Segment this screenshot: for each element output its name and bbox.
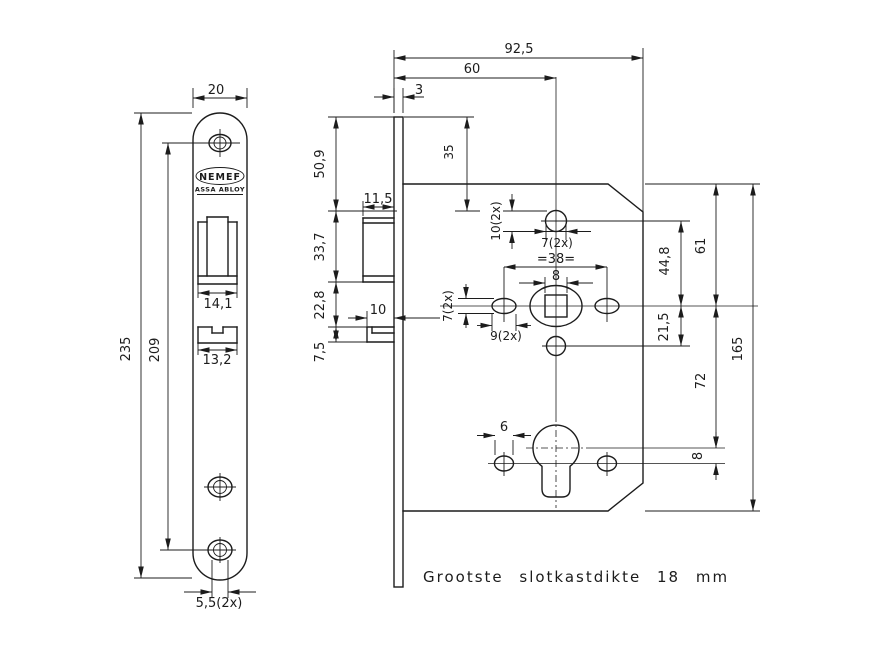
front-view: NEMEF ASSA ABLOY bbox=[119, 83, 256, 611]
dim-follower-to-hole: 21,5 bbox=[657, 306, 684, 346]
dim-top-offset-label: 35 bbox=[442, 144, 456, 159]
logo-oval bbox=[195, 167, 245, 185]
dim-cylinder-screw: 6 bbox=[477, 420, 531, 455]
deadbolt-side bbox=[366, 326, 395, 343]
dim-backset-label: 60 bbox=[464, 62, 481, 77]
cylinder-hole bbox=[532, 424, 580, 498]
dim-handle-span-label: =38= bbox=[537, 252, 575, 267]
deadbolt-cutout-front bbox=[197, 326, 238, 344]
dim-cylinder-offset: 8 bbox=[691, 432, 719, 480]
dim-plate-height: 235 bbox=[119, 112, 192, 579]
dim-spindle-square: 8 bbox=[519, 269, 593, 293]
dim-top-hole-width-label: 7(2x) bbox=[541, 236, 573, 250]
dim-bolt-height-label: 7,5 bbox=[313, 342, 328, 363]
dim-side-hole-width-label: 9(2x) bbox=[490, 329, 522, 343]
dim-latch-cutout: 14,1 bbox=[197, 284, 238, 312]
dim-plate-height-label: 235 bbox=[119, 337, 134, 362]
dim-case-depth: 92,5 bbox=[393, 42, 644, 212]
side-view: 92,5 60 3 35 bbox=[313, 42, 760, 588]
dim-top-to-follower: 61 bbox=[694, 184, 719, 306]
dim-cylinder-screw-label: 6 bbox=[500, 420, 508, 435]
dim-latch-cutout-label: 14,1 bbox=[204, 297, 233, 312]
dim-plate-thickness: 3 bbox=[374, 83, 424, 113]
brand-sub: ASSA ABLOY bbox=[195, 186, 245, 194]
faceplate-outline bbox=[192, 112, 248, 581]
dim-bolt-cutout: 13,2 bbox=[197, 343, 238, 368]
screw-hole-top bbox=[162, 129, 240, 157]
dim-latch-protrusion-label: 11,5 bbox=[364, 192, 393, 207]
dim-hole-to-follower: 44,8 bbox=[658, 221, 684, 306]
lock-case-outline bbox=[402, 183, 644, 512]
cylinder-screw-hole-right bbox=[596, 452, 618, 476]
dim-follower-to-hole-label: 21,5 bbox=[657, 313, 672, 342]
dim-case-height-label: 165 bbox=[731, 337, 746, 362]
dim-side-hole-width: 9(2x) bbox=[477, 314, 531, 343]
dim-top-to-follower-label: 61 bbox=[694, 238, 709, 255]
bottom-note: Grootste slotkastdikte 18 mm bbox=[423, 568, 729, 586]
dim-case-depth-label: 92,5 bbox=[505, 42, 534, 57]
dim-side-hole-height: 7(2x) bbox=[441, 284, 494, 328]
faceplate-edge bbox=[393, 116, 404, 588]
dim-latch-protrusion: 11,5 bbox=[362, 192, 394, 216]
dim-bolt-protrusion: 10 bbox=[348, 303, 440, 326]
dim-bolt-cutout-label: 13,2 bbox=[203, 353, 232, 368]
dim-cylinder-offset-label: 8 bbox=[691, 452, 706, 460]
dim-screw-span-label: 209 bbox=[148, 338, 163, 363]
dim-plate-width: 20 bbox=[192, 83, 248, 108]
dim-top-to-latch-label: 50,9 bbox=[313, 150, 328, 179]
dim-backset: 60 bbox=[394, 62, 556, 81]
right-extension-lines bbox=[567, 183, 760, 512]
dim-plate-thickness-label: 3 bbox=[415, 83, 423, 98]
dim-follower-to-cylinder: 72 bbox=[694, 306, 719, 448]
dim-top-offset: 35 bbox=[404, 116, 480, 212]
dim-screw-span: 209 bbox=[148, 143, 171, 550]
dim-hole-to-follower-label: 44,8 bbox=[658, 247, 673, 276]
dim-top-hole-width: 7(2x) bbox=[521, 224, 591, 250]
dim-left-chain: 50,9 33,7 22,8 7,5 bbox=[313, 116, 397, 363]
dim-screw-dia: 5,5(2x) bbox=[184, 560, 256, 611]
dim-case-height: 165 bbox=[731, 184, 756, 511]
screw-hole-bottom bbox=[160, 537, 236, 563]
dim-handle-span: =38= bbox=[503, 252, 608, 322]
dim-spindle-square-label: 8 bbox=[552, 269, 560, 284]
brand-name: NEMEF bbox=[199, 172, 241, 183]
lower-hole bbox=[542, 335, 570, 357]
latch-bolt-side bbox=[362, 217, 395, 283]
dim-follower-to-cylinder-label: 72 bbox=[694, 373, 709, 390]
dim-bolt-protrusion-label: 10 bbox=[370, 303, 387, 318]
dim-latch-to-bolt-label: 22,8 bbox=[313, 291, 328, 320]
dim-screw-dia-label: 5,5(2x) bbox=[196, 596, 243, 611]
dim-top-hole-height-label: 10(2x) bbox=[489, 201, 503, 240]
dim-plate-width-label: 20 bbox=[208, 83, 225, 98]
cylinder-screw-hole-left bbox=[493, 452, 515, 476]
follower-hole bbox=[529, 284, 583, 328]
brand-logo: NEMEF ASSA ABLOY bbox=[195, 167, 245, 195]
dim-side-hole-height-label: 7(2x) bbox=[441, 290, 455, 322]
screw-hole-middle bbox=[204, 473, 236, 501]
latch-cutout-front bbox=[197, 216, 238, 285]
dim-latch-height-label: 33,7 bbox=[313, 233, 328, 262]
center-lines bbox=[440, 77, 758, 508]
dim-top-hole-height: 10(2x) bbox=[489, 194, 590, 249]
spindle-square-hole bbox=[544, 294, 568, 318]
